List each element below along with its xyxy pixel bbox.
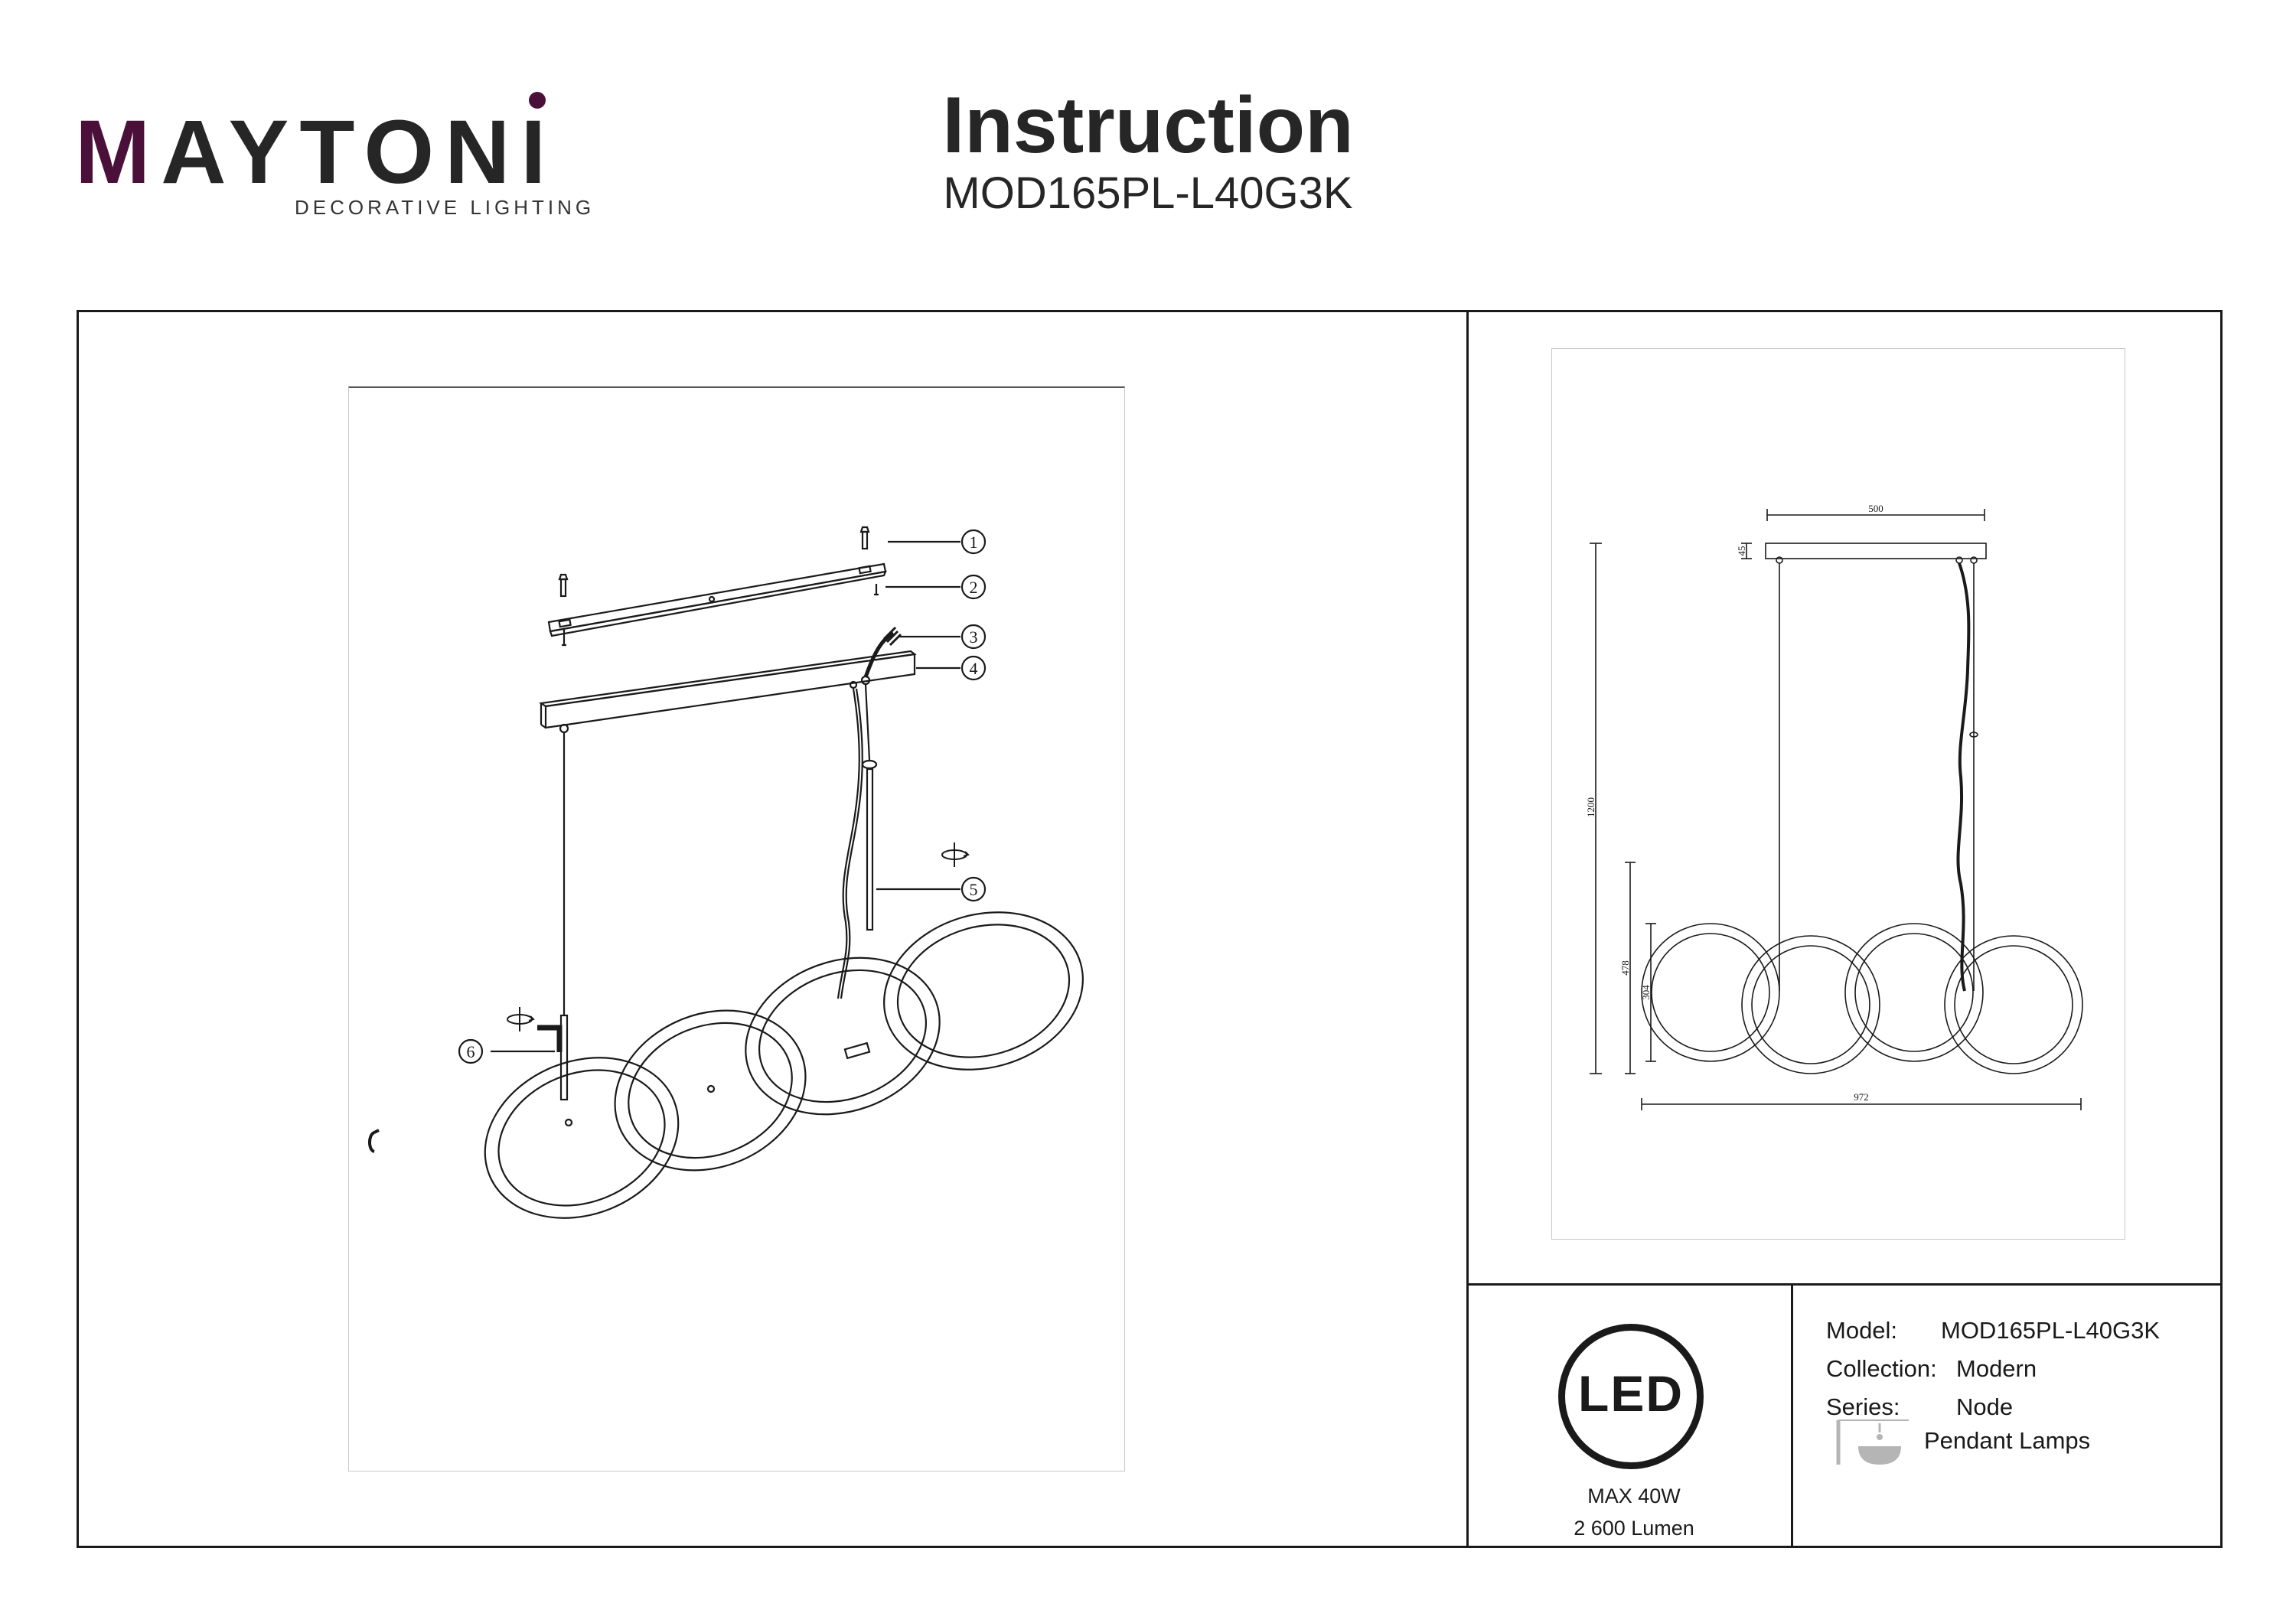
spec-model-label: Model: [1826, 1317, 1898, 1344]
dim-rings [1641, 923, 2083, 1074]
cable-bundle [863, 631, 895, 678]
assembly-panel [348, 386, 1125, 1471]
content-frame [77, 310, 2223, 1548]
power-cable [837, 688, 860, 999]
dim-label-total-width: 972 [1854, 1091, 1869, 1103]
dim-label-canopy-height: 45 [1736, 546, 1747, 556]
spec-series-label: Series: [1826, 1393, 1900, 1420]
cable-clamp [861, 759, 878, 770]
lumen-output: 2 600 Lumen [1574, 1517, 1694, 1540]
suspension-wire-right [864, 684, 871, 761]
callout-number: 6 [467, 1042, 475, 1061]
dim-label-total-height: 1200 [1585, 797, 1596, 817]
spec-model-value: MOD165PL-L40G3K [1941, 1317, 2161, 1344]
ring-3 [706, 957, 941, 1116]
led-badge-text: LED [1578, 1365, 1684, 1422]
dimension-panel [1551, 348, 2125, 1240]
brand-tagline: DECORATIVE LIGHTING [295, 196, 595, 219]
ring-2 [564, 1009, 807, 1172]
wall-anchor-left [558, 573, 569, 598]
frame-divider-horizontal [1466, 1283, 2223, 1286]
brand-logo: MAYTONI [75, 107, 556, 197]
adjust-rod-left [559, 1014, 569, 1101]
ring-1 [484, 1057, 680, 1219]
dim-label-ring-diameter: 304 [1640, 985, 1652, 1000]
page-title: Instruction [942, 81, 1354, 170]
spec-collection-value: Modern [1956, 1355, 2037, 1382]
frame-divider-vertical [1466, 310, 1469, 1548]
ring-4 [843, 911, 1084, 1071]
info-divider-vertical [1791, 1283, 1793, 1548]
rotate-icon [941, 842, 970, 867]
pendant-lamp-icon [1836, 1419, 1909, 1465]
dim-canopy [1765, 543, 1987, 559]
wall-anchor-right [859, 526, 870, 550]
adjust-rod-right [866, 768, 874, 931]
dim-label-ring-block: 478 [1619, 960, 1631, 976]
rotate-icon [507, 1007, 535, 1031]
brand-logo-first-letter: M [75, 102, 161, 203]
callout-number: 2 [970, 578, 978, 597]
dim-label-canopy-length: 500 [1868, 503, 1883, 514]
max-power: MAX 40W [1587, 1484, 1681, 1507]
screw-right [874, 584, 879, 596]
mounting-plate [547, 562, 887, 637]
canopy [538, 650, 917, 734]
spec-type-value: Pendant Lamps [1924, 1427, 2091, 1454]
callout-number: 3 [970, 627, 978, 647]
model-subtitle: MOD165PL-L40G3K [943, 168, 1353, 218]
spec-series-value: Node [1956, 1393, 2014, 1420]
screw-left [562, 630, 566, 647]
brand-logo-rest: AYTONI [161, 102, 557, 203]
spec-collection-label: Collection: [1826, 1355, 1937, 1382]
hex-key-icon [537, 1025, 563, 1052]
brand-logo-dot [529, 92, 546, 109]
callout-number: 5 [970, 880, 978, 899]
dimension-drawing: 500 45 1200 478 304 972 [1585, 503, 2083, 1110]
callout-number: 1 [970, 533, 978, 552]
hook-icon [368, 1129, 380, 1153]
dim-power-cable [1956, 562, 1971, 992]
led-badge-icon [1558, 1324, 1704, 1469]
assembly-diagram: 1 2 3 4 5 6 [368, 526, 1084, 1219]
callout-number: 4 [970, 659, 978, 678]
